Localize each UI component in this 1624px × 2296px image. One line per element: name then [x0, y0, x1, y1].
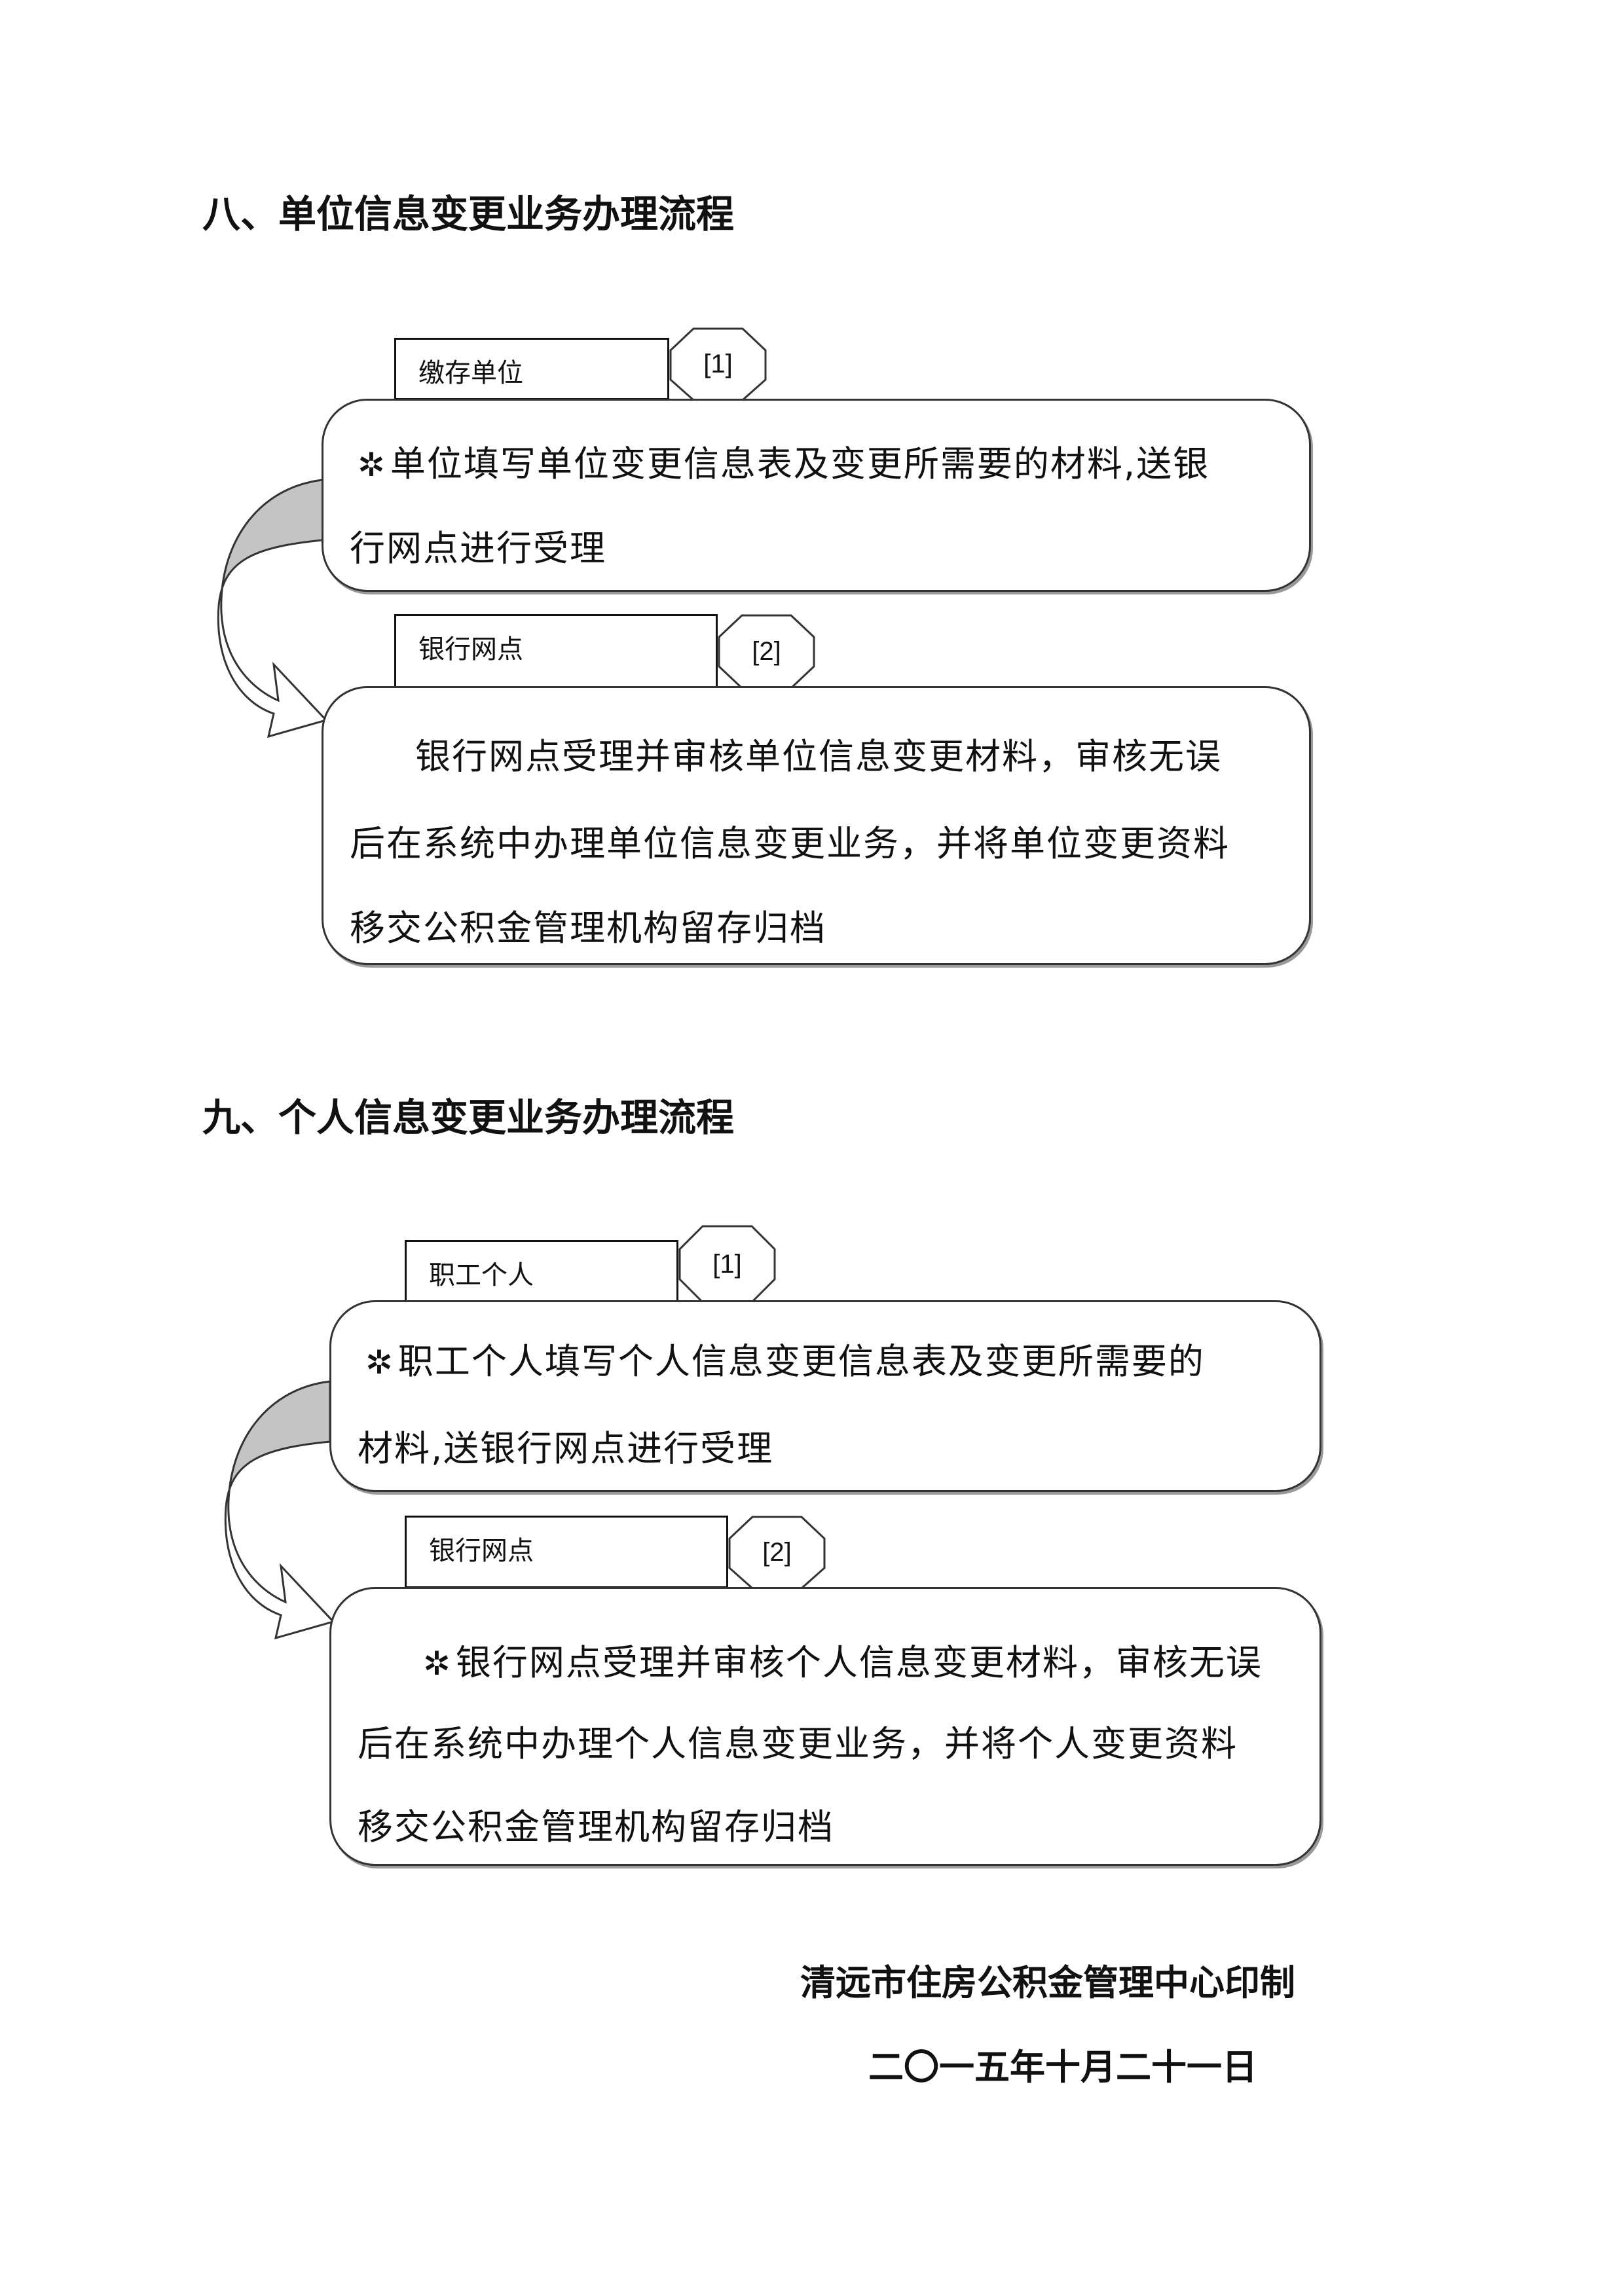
step-text-line: 后在系统中办理个人信息变更业务，并将个人变更资料: [358, 1723, 1238, 1764]
step-text-line: 移交公积金管理机构留存归档: [358, 1806, 834, 1848]
section-title: 九、个人信息变更业务办理流程: [202, 1095, 735, 1140]
actor-label: 银行网点: [405, 1516, 728, 1590]
step-text-line: 后在系统中办理单位信息变更业务，并将单位变更资料: [350, 823, 1230, 864]
step-box: 银行网点受理并审核单位信息变更材料，审核无误 后在系统中办理单位信息变更业务，并…: [322, 686, 1311, 965]
curved-arrow-icon: [224, 1380, 335, 1640]
step-text-line: 材料,送银行网点进行受理: [358, 1428, 774, 1469]
step-text-line: ✲职工个人填写个人信息变更信息表及变更所需要的: [365, 1341, 1205, 1382]
curved-arrow-icon: [217, 479, 328, 738]
step-number-badge: [1]: [667, 327, 769, 401]
actor-label: 银行网点: [394, 614, 718, 689]
step-text-line: 移交公积金管理机构留存归档: [350, 907, 826, 949]
step-box: ✲职工个人填写个人信息变更信息表及变更所需要的 材料,送银行网点进行受理: [329, 1300, 1321, 1492]
step-box: ✲银行网点受理并审核个人信息变更材料，审核无误 后在系统中办理个人信息变更业务，…: [329, 1587, 1321, 1866]
actor-label: 缴存单位: [394, 338, 669, 401]
actor-label: 职工个人: [405, 1240, 678, 1303]
step-number-badge: [1]: [676, 1225, 778, 1303]
step-number-badge: [2]: [726, 1516, 828, 1590]
star-icon: ✲: [423, 1645, 452, 1683]
step-text-line: 银行网点受理并审核单位信息变更材料，审核无误: [415, 736, 1222, 777]
section-title: 八、单位信息变更业务办理流程: [202, 192, 735, 236]
issuer-text: 清远市住房公积金管理中心印制: [800, 1961, 1295, 2003]
step-text-line: 行网点进行受理: [350, 528, 606, 569]
star-icon: ✲: [358, 446, 386, 484]
step-text-line: ✲银行网点受理并审核个人信息变更材料，审核无误: [423, 1642, 1263, 1683]
issue-date: 二〇一五年十月二十一日: [868, 2046, 1257, 2088]
step-text-line: ✲单位填写单位变更信息表及变更所需要的材料,送银: [358, 443, 1210, 484]
step-number-badge: [2]: [716, 614, 817, 689]
step-box: ✲单位填写单位变更信息表及变更所需要的材料,送银 行网点进行受理: [322, 399, 1311, 592]
star-icon: ✲: [365, 1343, 394, 1381]
